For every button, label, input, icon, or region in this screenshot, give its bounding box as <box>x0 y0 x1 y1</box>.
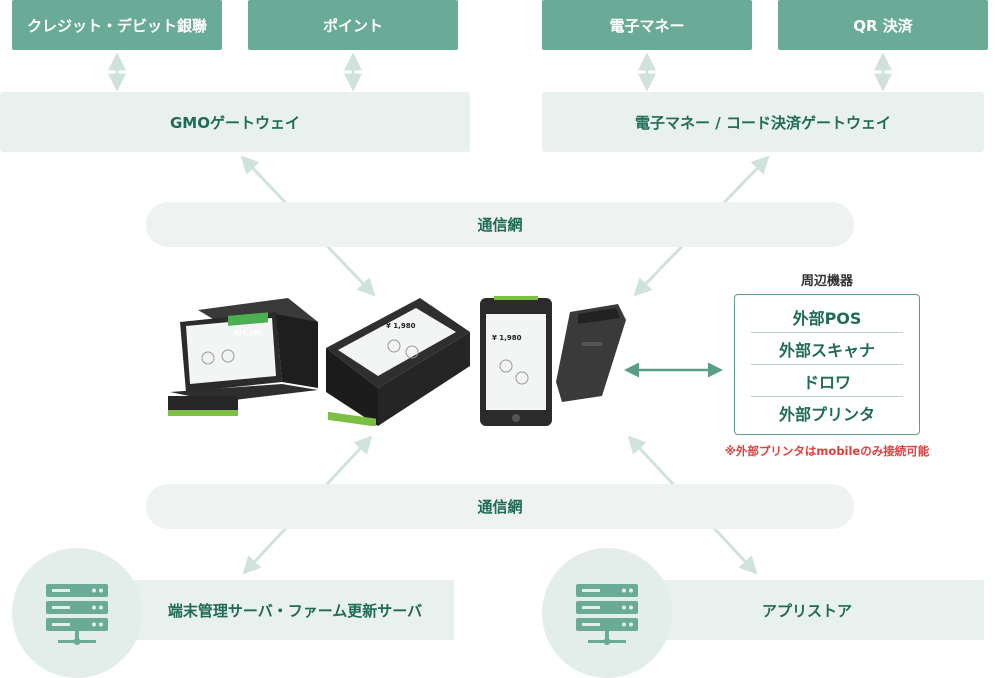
server-icon <box>576 584 638 645</box>
gateway-label: 電子マネー / コード決済ゲートウェイ <box>635 113 891 132</box>
terminal-devices: ¥15,780 ¥ 1,980 ¥ 1,980 <box>168 296 626 426</box>
server-label: アプリストア <box>761 601 852 620</box>
box-label: クレジット・デビット銀聯 <box>26 16 207 35</box>
network-label: 通信網 <box>477 216 523 234</box>
box-label: 電子マネー <box>609 16 685 35</box>
gateway-label: GMOゲートウェイ <box>170 113 300 132</box>
box-label: QR 決済 <box>853 16 913 35</box>
peripheral-item: 外部POS <box>751 301 903 333</box>
box-credit-debit: クレジット・デビット銀聯 <box>12 0 222 50</box>
peripheral-list: 外部POS 外部スキャナ ドロワ 外部プリンタ <box>734 294 920 435</box>
box-qr: QR 決済 <box>778 0 988 50</box>
peripheral-item: ドロワ <box>751 365 903 397</box>
handheld-printer-terminal: ¥ 1,980 <box>326 298 470 426</box>
gateway-code: 電子マネー / コード決済ゲートウェイ <box>542 92 984 152</box>
server-icon <box>46 584 108 645</box>
network-lower: 通信網 <box>146 484 854 529</box>
server-label: 端末管理サーバ・ファーム更新サーバ <box>167 601 423 620</box>
network-label: 通信網 <box>477 498 523 516</box>
peripheral-item: 外部スキャナ <box>751 333 903 365</box>
terminal-amount-1: ¥15,780 <box>234 330 261 337</box>
peripheral-note: ※外部プリンタはmobileのみ接続可能 <box>724 444 930 458</box>
gateway-gmo: GMOゲートウェイ <box>0 92 470 152</box>
server-appstore: アプリストア <box>630 580 984 640</box>
terminal-amount-2: ¥ 1,980 <box>386 322 416 330</box>
server-management: 端末管理サーバ・ファーム更新サーバ <box>100 580 454 640</box>
stationary-terminal: ¥15,780 <box>168 298 318 416</box>
terminal-amount-3: ¥ 1,980 <box>492 334 522 342</box>
box-label: ポイント <box>322 16 383 35</box>
mobile-terminal: ¥ 1,980 <box>480 296 626 426</box>
network-upper: 通信網 <box>146 202 854 247</box>
box-emoney: 電子マネー <box>542 0 752 50</box>
peripheral-title: 周辺機器 <box>800 274 853 289</box>
peripheral-item: 外部プリンタ <box>778 404 875 424</box>
box-point: ポイント <box>248 0 458 50</box>
